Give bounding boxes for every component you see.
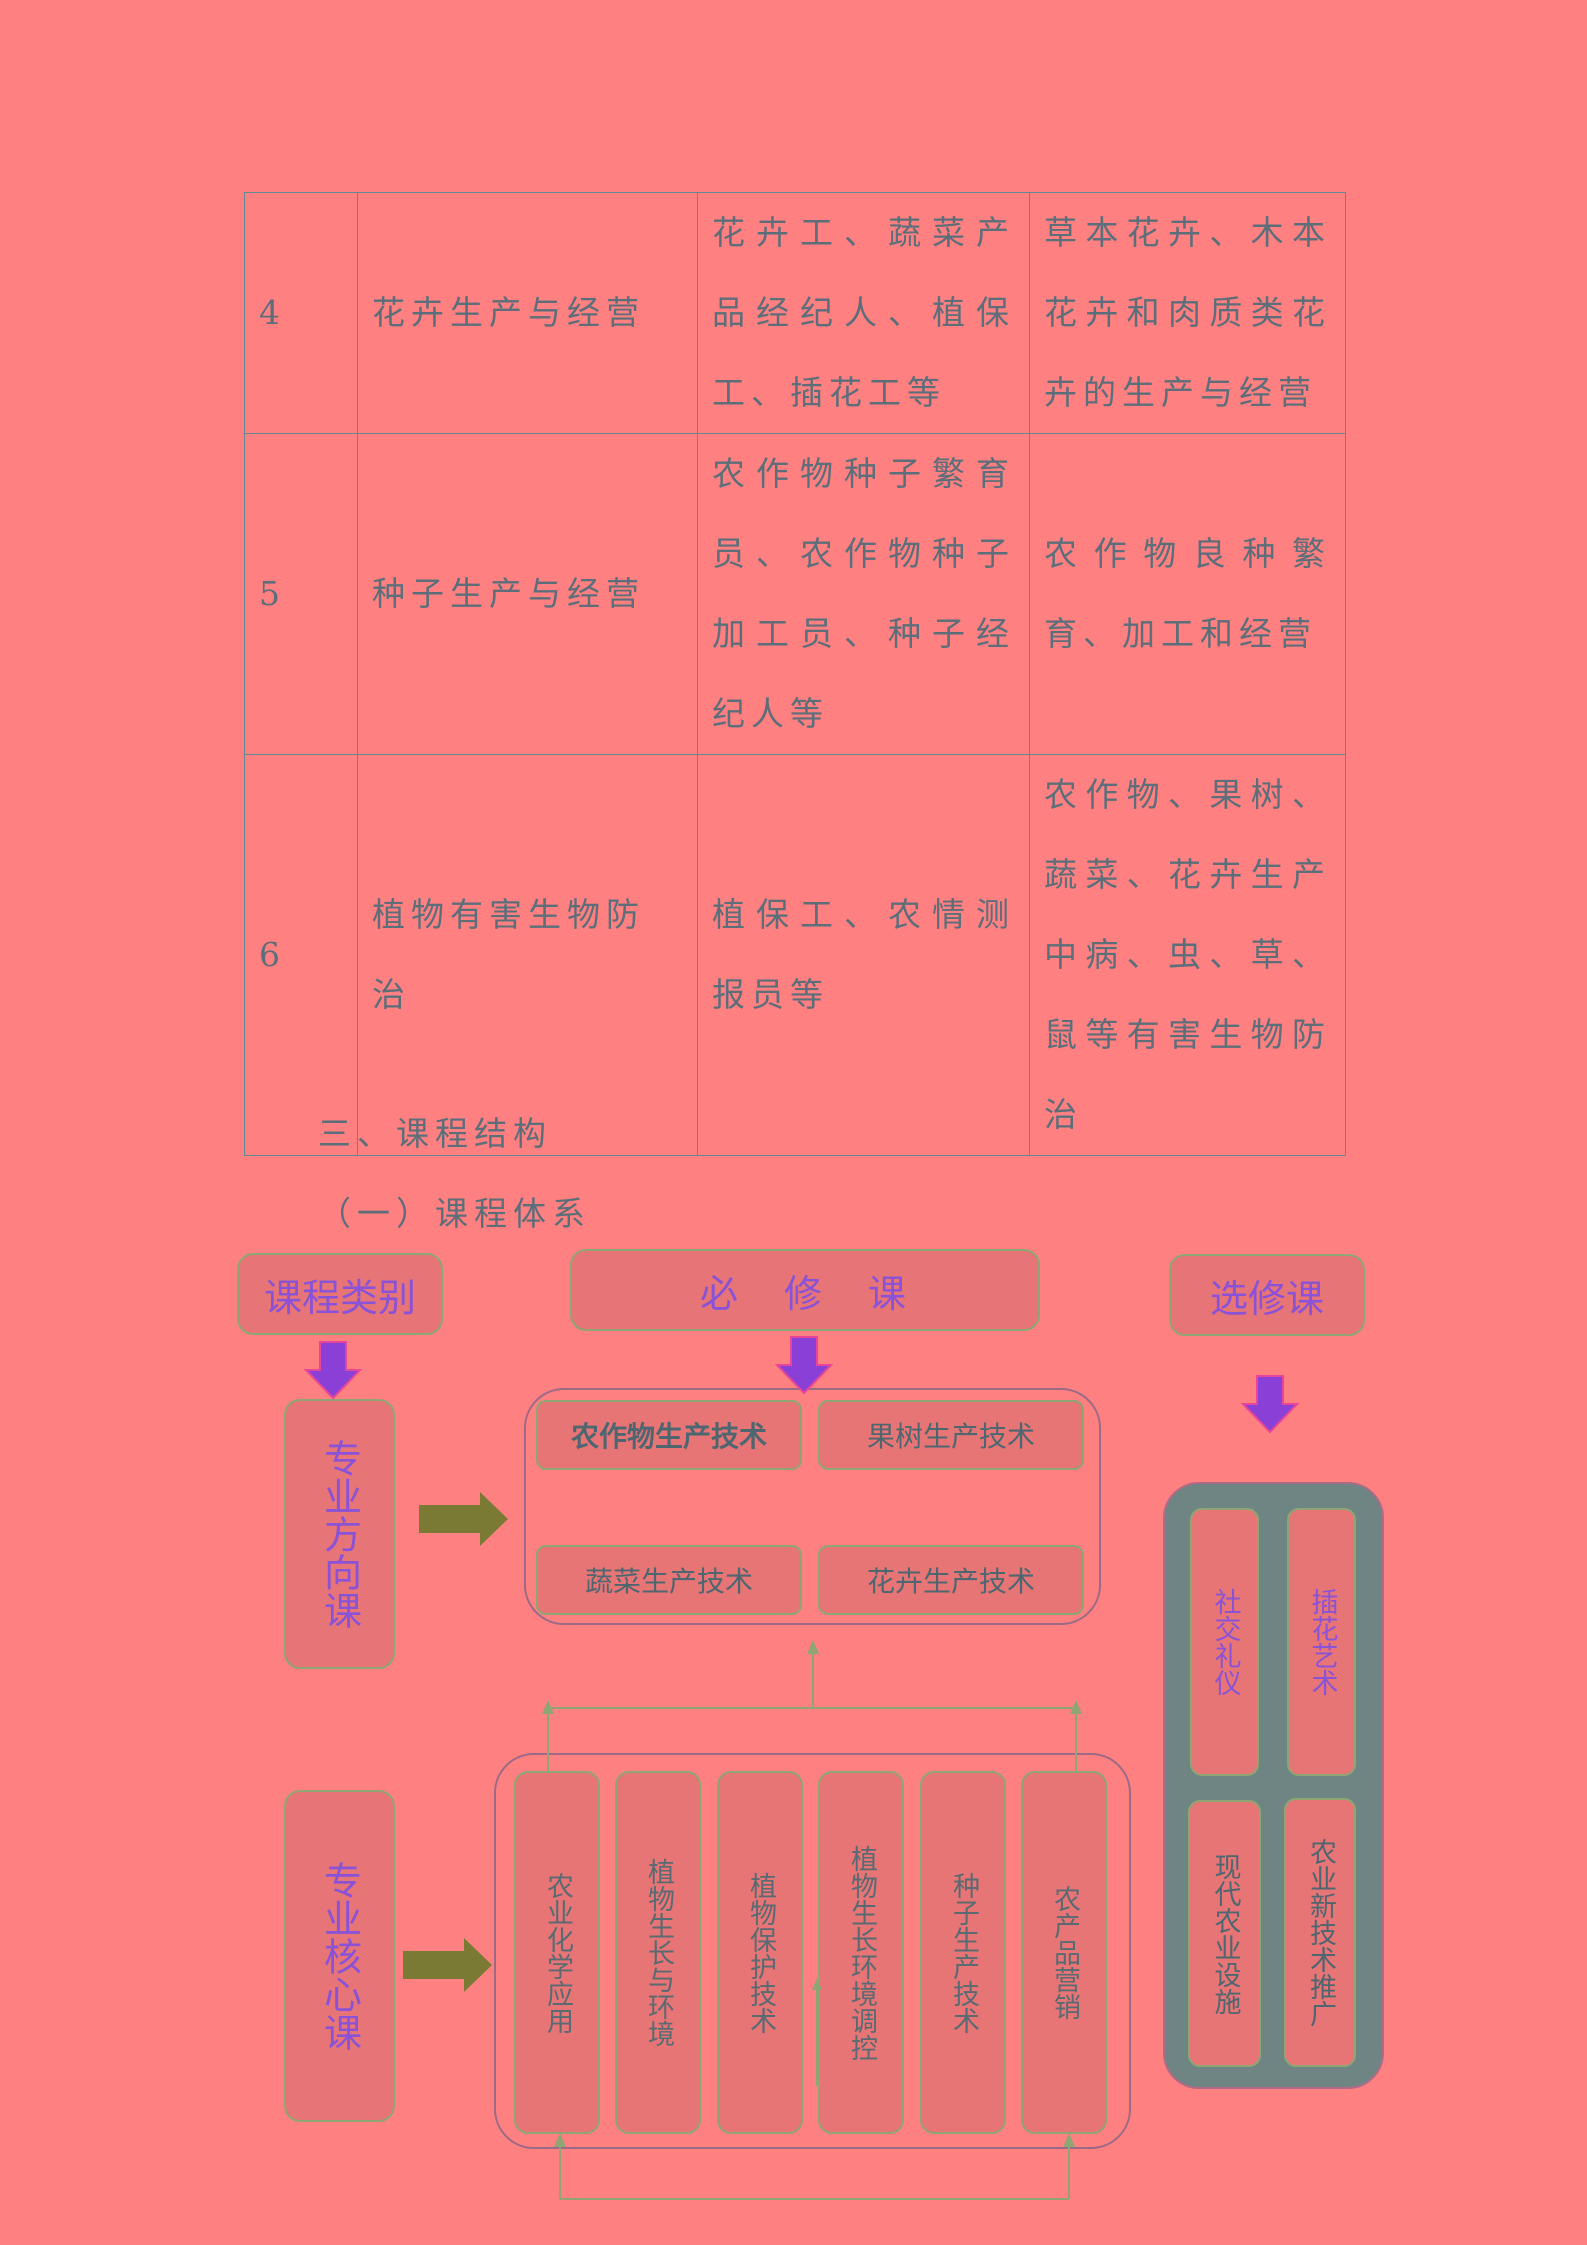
subsection-heading: （一）课程体系: [318, 1194, 591, 1233]
jobs-cell: 植保工、农情测报员等: [697, 754, 1030, 1156]
down-arrow-icon: [303, 1341, 363, 1400]
direction-course-group: [524, 1388, 1101, 1625]
row-number: 6: [244, 754, 358, 1156]
core-course-item: 植物生长环境调控: [818, 1771, 904, 2134]
jobs-cell: 花卉工、蔬菜产品经纪人、植保工、插花工等: [697, 192, 1030, 434]
right-arrow-icon: [419, 1492, 508, 1546]
elective-course-item: 农业新技术推广: [1284, 1798, 1356, 2067]
core-course-item: 种子生产技术: [920, 1771, 1006, 2134]
elective-course-item: 现代农业设施: [1188, 1800, 1261, 2067]
course-vegetable-production: 蔬菜生产技术: [536, 1545, 802, 1615]
required-course-label: 必 修 课: [570, 1249, 1040, 1331]
table-row: 5 种子生产与经营 农作物种子繁育员、农作物种子加工员、种子经纪人等 农作物良种…: [244, 433, 1346, 755]
bottom-connector: [559, 2141, 1070, 2200]
up-arrowhead-icon: [1063, 2133, 1075, 2147]
up-arrowhead-icon: [1070, 1700, 1082, 1714]
core-course-label: 专业核心课: [284, 1790, 395, 2122]
elective-course-item: 社交礼仪: [1190, 1508, 1259, 1776]
core-course-item: 植物生长与环境: [615, 1771, 701, 2134]
down-arrow-icon: [774, 1336, 834, 1395]
direction-cell: 植物有害生物防治: [357, 754, 698, 1156]
core-course-item: 农业化学应用: [514, 1771, 600, 2134]
right-arrow-icon: [403, 1938, 492, 1992]
core-course-item: 农产品营销: [1021, 1771, 1107, 2134]
up-arrowhead-icon: [812, 1978, 822, 1990]
content-cell: 草本花卉、木本花卉和肉质类花卉的生产与经营: [1029, 192, 1346, 434]
core-to-direction-connector: [547, 1648, 1077, 1771]
core-course-group: [494, 1753, 1131, 2149]
core-course-item: 植物保护技术: [717, 1771, 803, 2134]
up-arrowhead-icon: [542, 1700, 554, 1714]
jobs-cell: 农作物种子繁育员、农作物种子加工员、种子经纪人等: [697, 433, 1030, 755]
direction-course-label: 专业方向课: [284, 1399, 395, 1669]
table-row: 6 植物有害生物防治 植保工、农情测报员等 农作物、果树、蔬菜、花卉生产中病、虫…: [244, 754, 1346, 1156]
up-arrowhead-icon: [554, 2133, 566, 2147]
row-number: 4: [244, 192, 358, 434]
course-flower-production: 花卉生产技术: [818, 1545, 1084, 1615]
content-cell: 农作物、果树、蔬菜、花卉生产中病、虫、草、鼠等有害生物防治: [1029, 754, 1346, 1156]
direction-cell: 花卉生产与经营: [357, 192, 698, 434]
elective-course-item: 插花艺术: [1287, 1508, 1356, 1776]
up-arrowhead-icon: [807, 1640, 819, 1654]
down-arrow-icon: [1240, 1375, 1300, 1434]
course-fruit-tree-production: 果树生产技术: [818, 1400, 1084, 1470]
section-heading: 三、课程结构: [318, 1114, 552, 1153]
content-cell: 农作物良种繁育、加工和经营: [1029, 433, 1346, 755]
table-row: 4 花卉生产与经营 花卉工、蔬菜产品经纪人、植保工、插花工等 草本花卉、木本花卉…: [244, 192, 1346, 434]
job-direction-table: 4 花卉生产与经营 花卉工、蔬菜产品经纪人、植保工、插花工等 草本花卉、木本花卉…: [244, 192, 1346, 1156]
course-crop-production: 农作物生产技术: [536, 1400, 802, 1470]
course-category-label: 课程类别: [237, 1253, 443, 1335]
elective-course-label: 选修课: [1169, 1254, 1365, 1336]
